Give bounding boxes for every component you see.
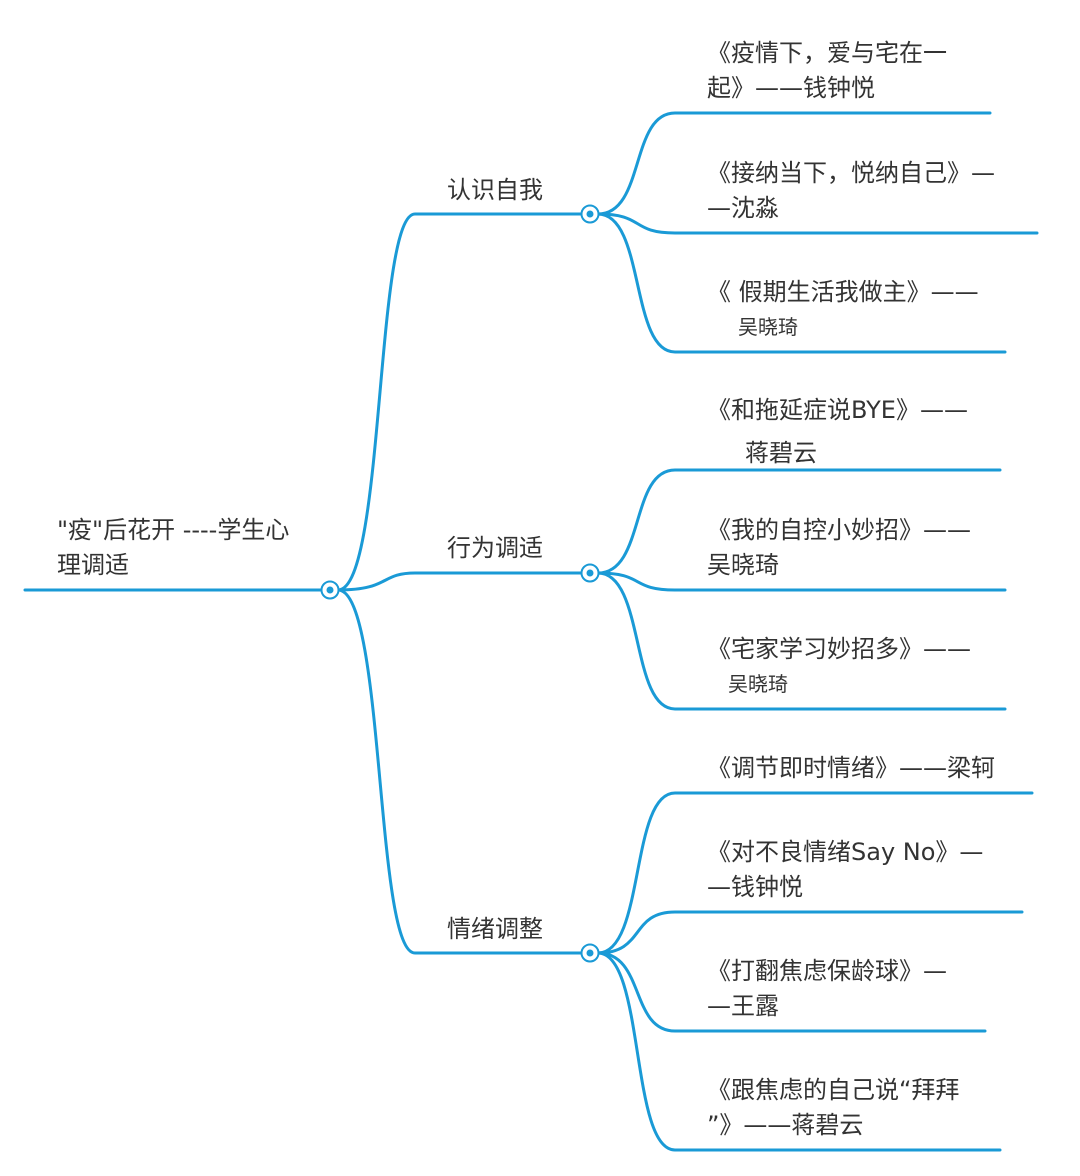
leaf-line: 蒋碧云 — [745, 439, 817, 467]
branch-connector-2 — [336, 571, 584, 592]
leaf-line: —沈淼 — [707, 194, 779, 222]
branch-connector-1 — [336, 212, 584, 592]
leaf-topic[interactable]: 《宅家学习妙招多》—— 吴晓琦 — [707, 632, 971, 702]
leaf-topic[interactable]: 《对不良情绪Say No》— —钱钟悦 — [707, 835, 983, 905]
leaf-line: 《打翻焦虑保龄球》— — [707, 957, 947, 985]
leaf-connector — [596, 571, 1007, 711]
leaf-line: 吴晓琦 — [728, 672, 788, 696]
collapse-toggle-branch-1[interactable] — [580, 204, 600, 224]
branch-topic[interactable]: 情绪调整 — [447, 915, 543, 943]
leaf-connector — [596, 791, 1034, 955]
leaf-connector — [596, 111, 992, 216]
leaf-connector — [596, 910, 1024, 955]
leaf-line: ”》——蒋碧云 — [707, 1111, 864, 1139]
leaf-topic[interactable]: 《我的自控小妙招》—— 吴晓琦 — [707, 513, 971, 583]
leaf-topic[interactable]: 《接纳当下，悦纳自己》— —沈淼 — [707, 156, 995, 226]
leaf-line: 《疫情下，爱与宅在一 — [707, 39, 947, 67]
leaf-topic[interactable]: 《打翻焦虑保龄球》— —王露 — [707, 954, 947, 1024]
leaf-line: 吴晓琦 — [707, 551, 779, 579]
leaf-topic[interactable]: 《调节即时情绪》——梁轲 — [707, 751, 995, 786]
leaf-line: 起》——钱钟悦 — [707, 74, 875, 102]
root-line2: 理调适 — [57, 551, 129, 579]
leaf-connector — [596, 951, 987, 1033]
branch-connector-3 — [336, 588, 584, 955]
leaf-line: 《对不良情绪Say No》— — [707, 838, 984, 866]
leaf-topic[interactable]: 《跟焦虑的自己说“拜拜 ”》——蒋碧云 — [707, 1073, 959, 1143]
leaf-connector — [596, 212, 1007, 354]
collapse-toggle-root[interactable] — [320, 580, 340, 600]
root-topic[interactable]: "疫"后花开 ----学生心 理调适 — [57, 513, 289, 583]
leaf-connector — [596, 571, 1007, 592]
leaf-line: 《宅家学习妙招多》—— — [707, 635, 971, 663]
collapse-toggle-branch-2[interactable] — [580, 563, 600, 583]
branch-topic[interactable]: 认识自我 — [447, 176, 543, 204]
leaf-topic[interactable]: 《 假期生活我做主》—— 吴晓琦 — [707, 275, 979, 345]
leaf-line: —钱钟悦 — [707, 873, 803, 901]
root-line1: "疫"后花开 ----学生心 — [57, 516, 290, 544]
leaf-line: 吴晓琦 — [738, 315, 798, 339]
leaf-line: —王露 — [707, 992, 779, 1020]
leaf-line: 《我的自控小妙招》—— — [707, 516, 971, 544]
leaf-line: 《调节即时情绪》——梁轲 — [707, 754, 995, 782]
leaf-line: 《接纳当下，悦纳自己》— — [707, 159, 995, 187]
leaf-connector — [596, 468, 1002, 575]
leaf-connector — [596, 951, 1002, 1152]
leaf-line: 《跟焦虑的自己说“拜拜 — [707, 1076, 960, 1104]
leaf-topic[interactable]: 《和拖延症说BYE》—— 蒋碧云 — [707, 393, 968, 471]
collapse-toggle-branch-3[interactable] — [580, 943, 600, 963]
leaf-topic[interactable]: 《疫情下，爱与宅在一 起》——钱钟悦 — [707, 36, 947, 106]
leaf-line: 《 假期生活我做主》—— — [707, 278, 979, 306]
branch-topic[interactable]: 行为调适 — [447, 534, 543, 562]
leaf-connector — [596, 212, 1039, 235]
leaf-line: 《和拖延症说BYE》—— — [707, 396, 968, 424]
